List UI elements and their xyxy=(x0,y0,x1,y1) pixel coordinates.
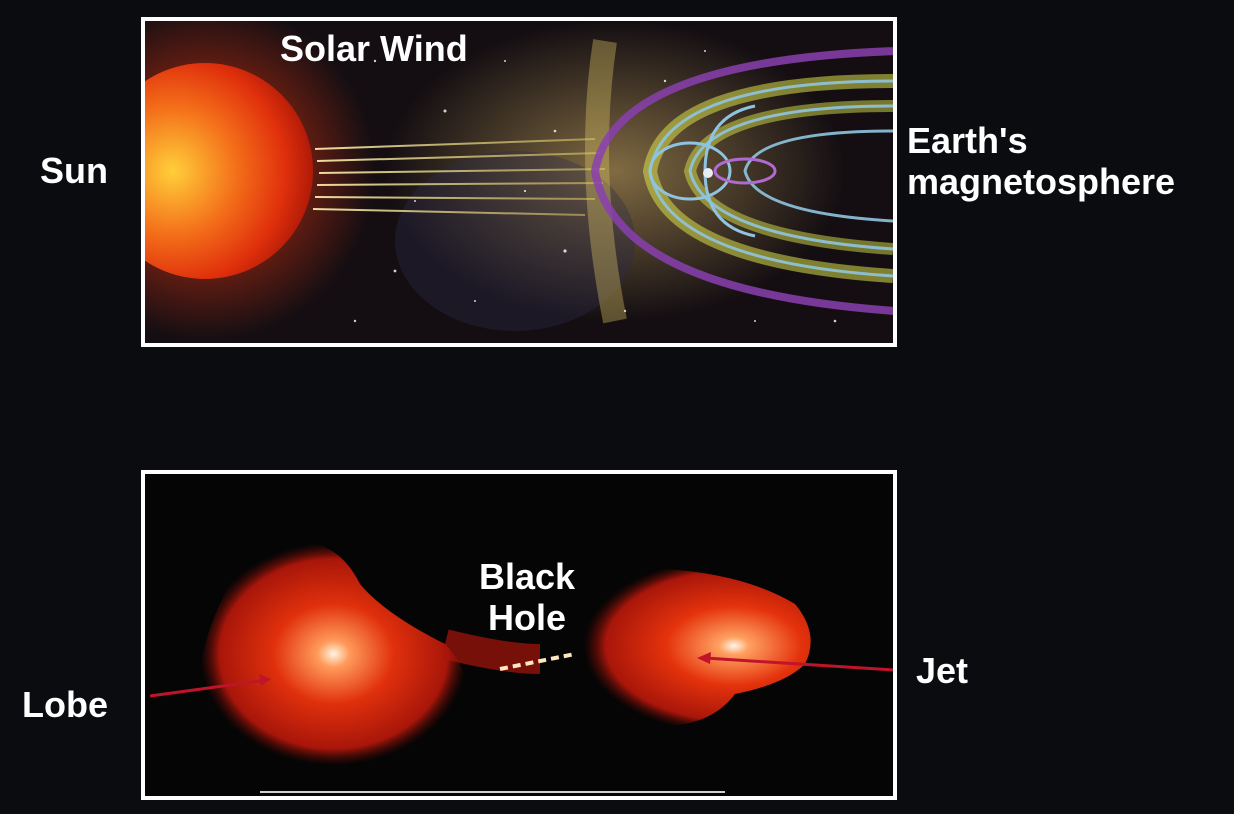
black-hole-label-line1: Black xyxy=(478,556,576,597)
lobe-label: Lobe xyxy=(22,684,108,725)
black-hole-label: Black Hole xyxy=(468,556,586,639)
magnetosphere-label-line2: magnetosphere xyxy=(907,161,1176,203)
solar-wind-illustration xyxy=(145,21,893,343)
left-lobe xyxy=(199,542,468,766)
black-hole-label-line2: Hole xyxy=(487,597,566,639)
right-lobe xyxy=(536,565,811,726)
radio-galaxy-panel xyxy=(141,470,897,800)
magnetopause xyxy=(590,47,893,315)
solar-wind-label: Solar Wind xyxy=(280,28,468,69)
jet-label: Jet xyxy=(916,650,969,691)
magnetosphere-label-line1: Earth's xyxy=(907,120,1028,161)
earth xyxy=(703,168,713,178)
magnetosphere xyxy=(590,47,893,315)
radio-galaxy-image xyxy=(145,474,893,796)
sun xyxy=(145,63,313,279)
magnetosphere-label: Earth's magnetosphere xyxy=(907,120,1175,203)
lobe-arrow xyxy=(149,678,268,698)
solar-wind-streams xyxy=(312,138,606,216)
stars xyxy=(353,50,837,323)
sun-label: Sun xyxy=(40,150,108,191)
jet-arrow xyxy=(704,656,893,672)
solar-wind-panel xyxy=(141,17,897,347)
